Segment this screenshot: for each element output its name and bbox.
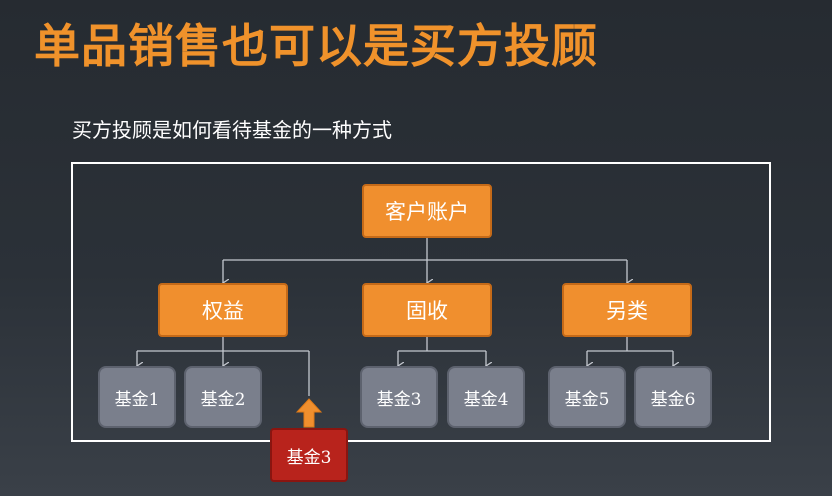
- root-node: 客户账户: [362, 184, 492, 238]
- highlighted-fund-node: 基金3: [270, 428, 348, 482]
- fund-node-3: 基金3: [360, 366, 438, 428]
- fund-node-2: 基金2: [184, 366, 262, 428]
- slide-subtitle: 买方投顾是如何看待基金的一种方式: [72, 118, 392, 142]
- diagram-frame: [71, 162, 771, 442]
- fund-node-5: 基金5: [548, 366, 626, 428]
- fund-node-4: 基金4: [447, 366, 525, 428]
- category-node-3: 另类: [562, 283, 692, 337]
- category-node-2: 固收: [362, 283, 492, 337]
- fund-node-6: 基金6: [634, 366, 712, 428]
- category-node-1: 权益: [158, 283, 288, 337]
- slide-title: 单品销售也可以是买方投顾: [34, 19, 598, 73]
- fund-node-1: 基金1: [98, 366, 176, 428]
- up-arrow-icon: [295, 398, 323, 428]
